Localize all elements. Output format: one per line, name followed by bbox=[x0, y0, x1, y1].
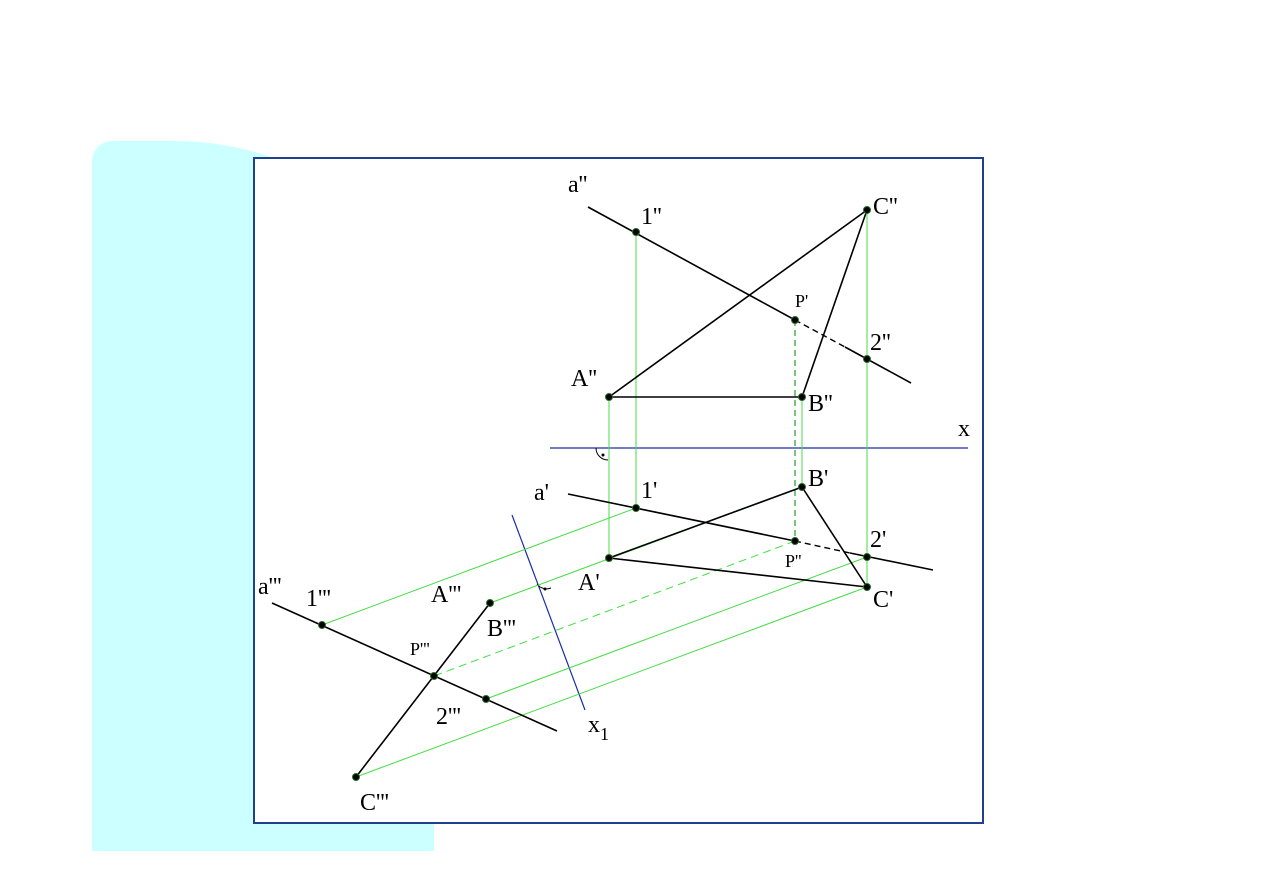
label-p-prime: P' bbox=[795, 291, 808, 311]
line-a2-solid bbox=[587, 206, 796, 321]
point-b-upper bbox=[798, 393, 806, 401]
label-1-middle: 1' bbox=[641, 478, 657, 504]
label-2-third: 2''' bbox=[436, 704, 461, 730]
label-p-tprime: P''' bbox=[410, 639, 430, 659]
right-angle-dot-x1 bbox=[543, 587, 547, 591]
point-1-upper bbox=[632, 228, 640, 236]
label-1-upper: 1'' bbox=[641, 204, 662, 230]
label-c-third: C''' bbox=[360, 790, 389, 816]
line-a2-end bbox=[844, 346, 912, 384]
point-b-middle bbox=[798, 483, 806, 491]
drawing-frame bbox=[253, 157, 984, 824]
label-b-middle: B' bbox=[808, 466, 828, 492]
label-2-upper: 2'' bbox=[870, 330, 891, 356]
label-a2: a'' bbox=[568, 172, 587, 198]
label-a-third: A''' bbox=[431, 582, 461, 608]
point-1-third bbox=[318, 621, 326, 629]
point-p-middle bbox=[791, 537, 799, 545]
point-2-upper bbox=[863, 355, 871, 363]
point-2-middle bbox=[863, 553, 871, 561]
edge-a1-c1 bbox=[608, 557, 868, 588]
edge-b1-c1 bbox=[801, 486, 868, 588]
label-1-third: 1''' bbox=[306, 586, 331, 612]
label-c-upper: C'' bbox=[873, 194, 898, 220]
transfer-p bbox=[433, 540, 796, 677]
label-a-upper: A'' bbox=[571, 366, 597, 392]
point-b-third bbox=[486, 599, 494, 607]
transfer-2 bbox=[485, 556, 868, 700]
line-a1-solid bbox=[567, 493, 796, 542]
label-a-middle: A' bbox=[578, 570, 600, 596]
point-a-upper bbox=[605, 393, 613, 401]
label-b-upper: B'' bbox=[808, 391, 833, 417]
label-a3: a''' bbox=[258, 574, 282, 600]
label-c-middle: C' bbox=[873, 587, 893, 613]
label-a1: a' bbox=[534, 480, 549, 506]
label-b-third: B''' bbox=[487, 616, 516, 642]
transfer-c bbox=[355, 586, 868, 778]
point-c-upper bbox=[863, 206, 871, 214]
point-a-middle bbox=[605, 554, 613, 562]
point-c-third bbox=[352, 773, 360, 781]
edge-a2-c2 bbox=[608, 209, 868, 398]
line-a1-end bbox=[849, 552, 934, 571]
label-2-middle: 2' bbox=[870, 527, 886, 553]
transfer-1 bbox=[321, 507, 637, 626]
edge-b2-c2 bbox=[801, 209, 868, 398]
point-1-middle bbox=[632, 504, 640, 512]
point-c-middle bbox=[863, 583, 871, 591]
edge-b3-c3 bbox=[355, 602, 491, 778]
point-p-third bbox=[430, 672, 438, 680]
right-angle-mark-x bbox=[595, 447, 609, 461]
edge-a1-b1 bbox=[608, 486, 803, 559]
label-axis-x1: x1 bbox=[588, 712, 609, 744]
right-angle-dot-x bbox=[601, 453, 605, 457]
point-2-third bbox=[482, 695, 490, 703]
axis-x1 bbox=[511, 514, 586, 711]
label-axis-x: x bbox=[958, 416, 970, 442]
point-p-upper bbox=[791, 316, 799, 324]
right-angle-mark-x1 bbox=[536, 583, 552, 590]
label-p-dprime: P'' bbox=[785, 551, 802, 571]
